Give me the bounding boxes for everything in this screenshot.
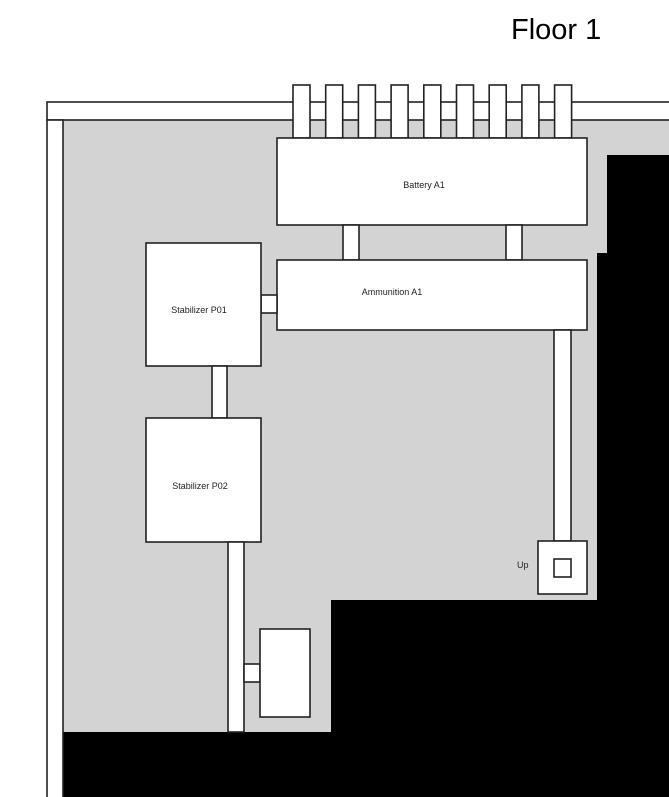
connector: [342, 224, 360, 261]
floor-title: Floor 1: [511, 14, 602, 46]
connector: [211, 365, 228, 419]
stabilizer-p01-label: Stabilizer P01: [171, 305, 227, 315]
battery-a1-module[interactable]: [276, 137, 588, 226]
up-stairs-module[interactable]: [537, 540, 588, 595]
stabilizer-p02-label: Stabilizer P02: [172, 481, 228, 491]
top-pipe: [455, 84, 475, 139]
top-pipe: [553, 84, 573, 139]
up-label: Up: [517, 560, 529, 570]
stabilizer-p01-module[interactable]: [145, 242, 262, 367]
top-pipe: [357, 84, 377, 139]
unlabeled-module[interactable]: [259, 628, 311, 718]
up-stairs-icon: [553, 558, 572, 578]
connector: [260, 294, 278, 314]
void-region-right: [60, 155, 669, 797]
ammunition-a1-label: Ammunition A1: [362, 287, 423, 297]
ammunition-a1-module[interactable]: [276, 259, 588, 331]
top-pipe: [521, 84, 540, 139]
battery-a1-label: Battery A1: [403, 180, 445, 190]
top-pipe: [292, 84, 311, 139]
connector: [505, 224, 523, 261]
top-pipe: [324, 84, 344, 139]
left-wall: [46, 119, 64, 797]
connector: [243, 663, 261, 683]
top-pipe: [422, 84, 442, 139]
connector: [553, 329, 572, 542]
stabilizer-p02-module[interactable]: [145, 417, 262, 543]
top-pipe: [488, 84, 508, 139]
top-pipe: [390, 84, 409, 139]
connector: [227, 541, 245, 733]
top-pipes: [292, 84, 573, 139]
